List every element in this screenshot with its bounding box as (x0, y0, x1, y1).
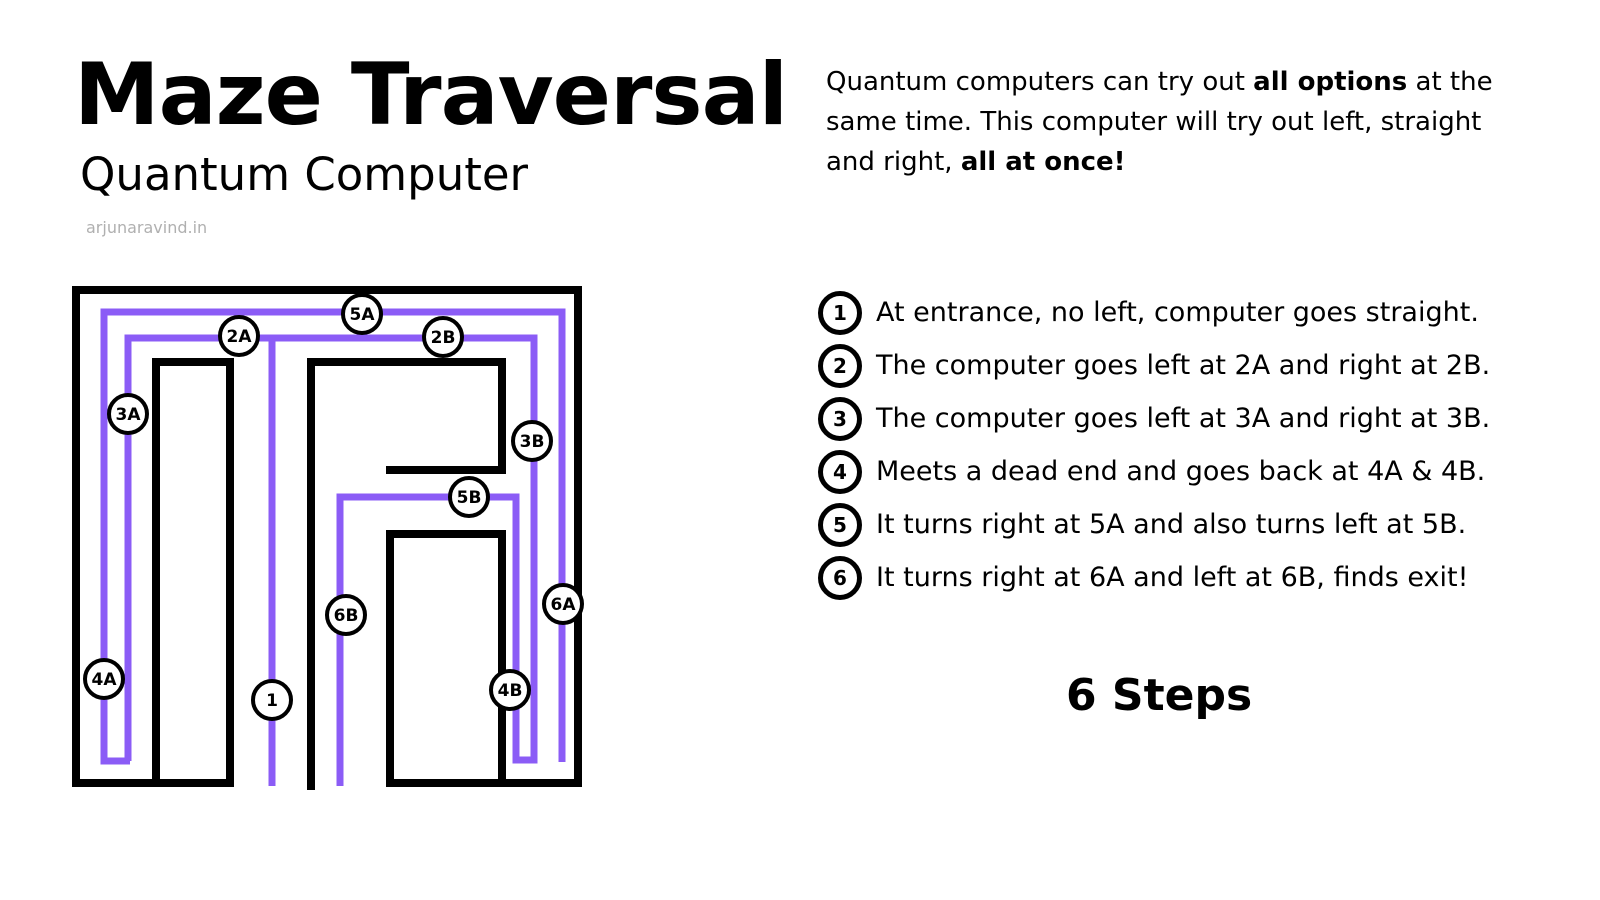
marker-1: 1 (251, 679, 293, 721)
step-number-badge: 4 (818, 449, 862, 494)
path-outer (100, 308, 566, 765)
wall-outer (72, 286, 582, 787)
svg-text:2A: 2A (227, 327, 253, 347)
step-number-badge: 1 (818, 290, 862, 335)
step-number-badge: 5 (818, 502, 862, 547)
step-text: The computer goes left at 3A and right a… (876, 403, 1491, 434)
wall-block-right (386, 530, 506, 787)
svg-text:4A: 4A (92, 670, 118, 690)
page-subtitle: Quantum Computer (80, 148, 529, 201)
step-item: 5 It turns right at 5A and also turns le… (818, 498, 1588, 551)
step-text: At entrance, no left, computer goes stra… (876, 297, 1479, 328)
page-title: Maze Traversal (74, 45, 788, 145)
marker-5a: 5A (341, 293, 383, 335)
step-number-badge: 2 (818, 343, 862, 388)
total-steps: 6 Steps (1066, 670, 1253, 721)
svg-text:3B: 3B (520, 432, 545, 452)
wall-middle (307, 358, 506, 790)
step-item: 1 At entrance, no left, computer goes st… (818, 286, 1588, 339)
step-text: Meets a dead end and goes back at 4A & 4… (876, 456, 1486, 487)
svg-text:4B: 4B (498, 681, 523, 701)
svg-text:2B: 2B (431, 328, 456, 348)
steps-list: 1 At entrance, no left, computer goes st… (818, 286, 1588, 604)
step-item: 3 The computer goes left at 3A and right… (818, 392, 1588, 445)
marker-4b: 4B (489, 669, 531, 711)
intro-paragraph: Quantum computers can try out all option… (826, 62, 1526, 182)
step-item: 4 Meets a dead end and goes back at 4A &… (818, 445, 1588, 498)
traversal-paths (100, 308, 566, 786)
wall-block-left (152, 358, 234, 787)
maze-walls (72, 286, 582, 790)
marker-6b: 6B (325, 594, 367, 636)
svg-text:5A: 5A (350, 305, 376, 325)
marker-3b: 3B (511, 420, 553, 462)
intro-bold-2: all at once! (960, 147, 1126, 177)
step-item: 6 It turns right at 6A and left at 6B, f… (818, 551, 1588, 604)
step-number-badge: 6 (818, 555, 862, 600)
maze-diagram: 1 2A 2B 3A 3B 4A 4B 5A (72, 286, 584, 790)
maze-markers: 1 2A 2B 3A 3B 4A 4B 5A (83, 293, 584, 721)
intro-bold-1: all options (1253, 67, 1408, 97)
path-inner-left (124, 334, 276, 786)
site-credit: arjunaravind.in (86, 218, 208, 237)
marker-2b: 2B (422, 316, 464, 358)
marker-2a: 2A (218, 315, 260, 357)
marker-5b: 5B (448, 476, 490, 518)
step-item: 2 The computer goes left at 2A and right… (818, 339, 1588, 392)
svg-text:1: 1 (266, 691, 278, 711)
step-text: The computer goes left at 2A and right a… (876, 350, 1491, 381)
marker-3a: 3A (107, 393, 149, 435)
step-text: It turns right at 5A and also turns left… (876, 509, 1467, 540)
marker-4a: 4A (83, 658, 125, 700)
path-inner-right (272, 334, 538, 786)
svg-text:5B: 5B (457, 488, 482, 508)
svg-text:6B: 6B (334, 606, 359, 626)
intro-text-2: at the same time. This computer will try… (826, 67, 1493, 177)
step-number-badge: 3 (818, 396, 862, 441)
intro-text-1: Quantum computers can try out (826, 67, 1254, 97)
step-text: It turns right at 6A and left at 6B, fin… (876, 562, 1469, 593)
svg-text:3A: 3A (116, 405, 142, 425)
svg-text:6A: 6A (551, 595, 577, 615)
marker-6a: 6A (542, 583, 584, 625)
